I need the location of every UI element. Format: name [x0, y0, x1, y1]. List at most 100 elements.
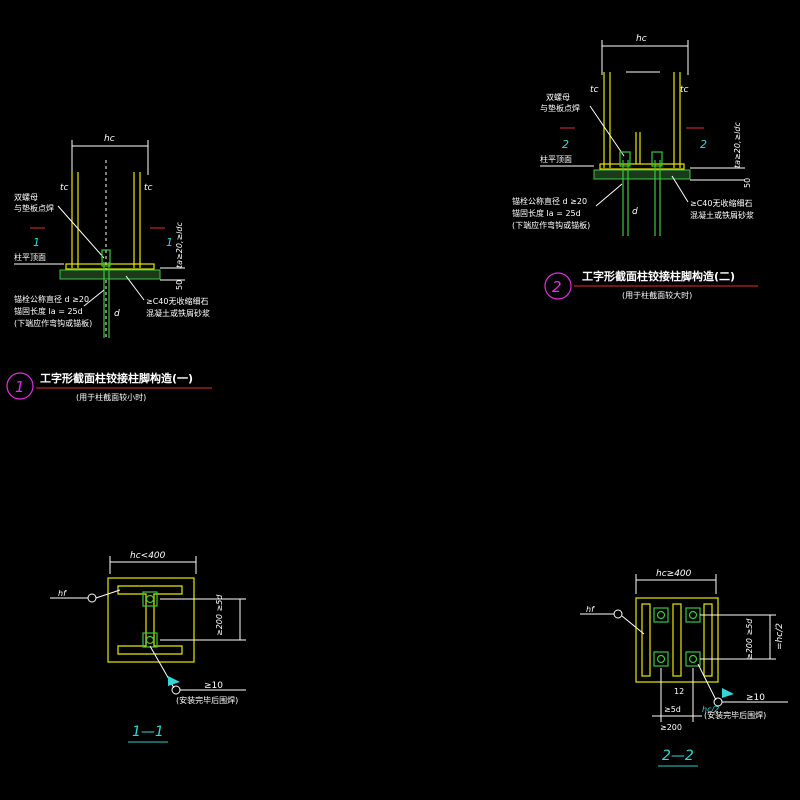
section-mark-left-num-2: 2 [562, 138, 569, 151]
bolt-washer-br-s2 [685, 651, 701, 667]
grout-layer-1 [59, 269, 161, 280]
double-nut-left-2 [619, 151, 631, 167]
d-label-1: d [114, 309, 120, 319]
nut-leader-2 [589, 105, 625, 157]
detail-callout-num-2: 2 [552, 278, 562, 296]
weld-leader-s2 [621, 615, 645, 635]
bolt-note-1b: 锚固长度 la = 25d [14, 306, 83, 316]
section-2-2: hc≥400 ≥200 ≥5d =hc/2 12 ≥5d ≥200 hc/2 h… [580, 569, 788, 767]
grout-leader-1 [125, 275, 145, 301]
nut-note-2b: 与垫板点焊 [540, 103, 580, 113]
dim-bottom3-label-s2: ≥200 [660, 723, 682, 732]
bolt-note-2a: 锚栓公称直径 d ≥20 [512, 196, 587, 206]
dim-50-label-2: 50 [743, 178, 752, 188]
section-1-1: hc<400 ≥200 ≥5d hf ≥10 (安装完毕后围焊) 1—1 [50, 551, 246, 743]
detail-callout-circle-2 [544, 272, 572, 300]
detail-2: hc tc tc 双螺母 与垫板点焊 2 2 柱平顶面 ta≥20,≥ldc 5… [512, 34, 758, 300]
bolt-tl-s2 [656, 610, 666, 620]
flange-left-s2 [641, 603, 651, 677]
base-plate-s1 [107, 577, 195, 663]
detail-subtitle-1: (用于柱截面较小时) [76, 392, 146, 402]
tc-right-label-1: tc [144, 183, 153, 193]
dim-50-label-1: 50 [175, 280, 184, 290]
dim-top-label-s2: hc≥400 [656, 569, 692, 579]
weld-note-size-s1: ≥10 [204, 681, 223, 691]
web-s2 [672, 603, 682, 677]
bolt-tr-s2 [688, 610, 698, 620]
weld-note-size-s2: ≥10 [746, 693, 765, 703]
dim-right-label-s1: ≥200 ≥5d [215, 594, 224, 636]
weld-note-leader-s2 [697, 663, 717, 701]
detail-1: hc tc tc 双螺母 与垫板点焊 1 1 柱平顶面 ta≥20,≥ldc 5… [6, 134, 212, 402]
weld-note-text-s1: (安装完毕后围焊) [176, 695, 238, 705]
bolt-note-2b: 锚固长度 la = 25d [512, 208, 581, 218]
weld-note-circle-s1 [171, 685, 181, 695]
bolt-bottom-s1 [145, 635, 155, 645]
nut-leader-1 [57, 205, 105, 259]
grout-leader-2 [671, 175, 689, 203]
weld-all-around-s1 [87, 593, 97, 603]
bolt-note-1a: 锚栓公称直径 d ≥20 [14, 294, 89, 304]
tc-left-label-2: tc [590, 85, 599, 95]
tc-left-label-1: tc [60, 183, 69, 193]
section-label-s2: 2—2 [662, 748, 694, 764]
weld-all-around-s2 [613, 609, 623, 619]
detail-subtitle-2: (用于柱截面较大时) [622, 290, 692, 300]
bolt-bl-s2 [656, 654, 666, 664]
depth-label-2: ta≥20,≥ldc [733, 122, 742, 168]
ground-label-1: 柱平顶面 [14, 252, 46, 262]
weld-note-text-s2: (安装完毕后围焊) [704, 710, 766, 720]
bolt-washer-tr-s2 [685, 607, 701, 623]
depth-label-1: ta≥20,≥ldc [175, 222, 184, 268]
bolt-washer-bl-s2 [653, 651, 669, 667]
double-nut-1 [101, 249, 111, 267]
grout-note-1b: 混凝土或铁屑砂浆 [146, 308, 210, 318]
base-plate-s2 [635, 597, 719, 683]
dim-hc-label-2: hc [636, 34, 647, 44]
bolt-leader-2 [595, 183, 623, 207]
grout-note-2a: ≥C40无收缩细石 [690, 198, 752, 208]
base-plate-2 [599, 163, 685, 170]
bolt-top-s1 [145, 594, 155, 604]
flag-icon-s2 [722, 688, 734, 698]
flange-right-s2 [703, 603, 713, 677]
ground-label-2: 柱平顶面 [540, 154, 572, 164]
dim-bottom4-label-s2: hc/2 [702, 705, 719, 714]
detail-callout-circle-1 [6, 372, 34, 400]
bolt-note-1c: (下端应作弯钩或锚板) [14, 318, 92, 328]
bolt-washer-tl-s2 [653, 607, 669, 623]
bolt-leader-1 [83, 289, 105, 307]
bolt-note-2c: (下端应作弯钩或锚板) [512, 220, 590, 230]
dim-right-label-s2: ≥200 ≥5d [745, 618, 754, 660]
nut-note-1a: 双螺母 [14, 192, 38, 202]
grout-note-1a: ≥C40无收缩细石 [146, 296, 208, 306]
dim-top-label-s1: hc<400 [130, 551, 166, 561]
section-mark-right-num-2: 2 [700, 138, 707, 151]
weld-leader-s1 [95, 589, 121, 599]
dim-hc-label-1: hc [104, 134, 115, 144]
section-mark-right-num-1: 1 [166, 236, 173, 249]
bolt-br-s2 [688, 654, 698, 664]
bolt-washer-top-s1 [142, 591, 158, 607]
detail-callout-num-1: 1 [15, 378, 25, 396]
section-mark-left-num-1: 1 [33, 236, 40, 249]
bolt-washer-bottom-s1 [142, 632, 158, 648]
nut-note-2a: 双螺母 [546, 92, 570, 102]
d-label-2: d [632, 207, 638, 217]
detail-title-1: 工字形截面柱铰接柱脚构造(一) [40, 371, 193, 385]
dim-right2-label-s2: =hc/2 [775, 623, 785, 650]
nut-note-1b: 与垫板点焊 [14, 203, 54, 213]
grout-note-2b: 混凝土或铁屑砂浆 [690, 210, 754, 220]
section-label-s1: 1—1 [132, 724, 164, 740]
double-nut-right-2 [651, 151, 663, 167]
grout-layer-2 [593, 169, 691, 180]
detail-title-2: 工字形截面柱铰接柱脚构造(二) [582, 269, 735, 283]
flag-icon-s1 [168, 676, 180, 686]
weld-size-label-s2: hf [586, 605, 595, 614]
weld-size-label-s1: hf [58, 589, 67, 598]
dim-bottom1-label-s2: 12 [674, 687, 684, 696]
tc-right-label-2: tc [680, 85, 689, 95]
i-section-s1 [117, 585, 183, 655]
dim-bottom2-label-s2: ≥5d [664, 705, 681, 714]
